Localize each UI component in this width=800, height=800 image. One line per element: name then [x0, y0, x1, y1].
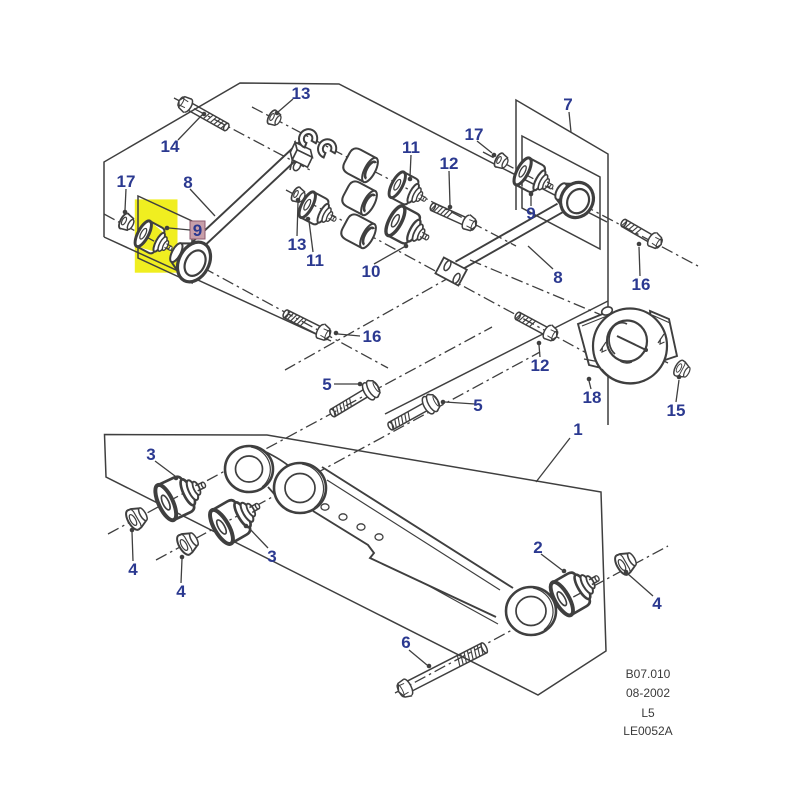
svg-text:5: 5 [322, 375, 331, 394]
svg-text:1: 1 [573, 420, 582, 439]
svg-text:17: 17 [117, 172, 136, 191]
svg-text:18: 18 [583, 388, 602, 407]
svg-text:13: 13 [292, 84, 311, 103]
svg-text:6: 6 [401, 633, 410, 652]
svg-text:L5: L5 [641, 706, 655, 720]
svg-text:15: 15 [667, 401, 686, 420]
svg-text:08-2002: 08-2002 [626, 686, 670, 700]
svg-text:17: 17 [465, 125, 484, 144]
svg-text:11: 11 [306, 251, 324, 270]
svg-text:3: 3 [267, 547, 276, 566]
svg-text:B07.010: B07.010 [626, 667, 671, 681]
svg-text:8: 8 [553, 268, 562, 287]
svg-text:4: 4 [176, 582, 186, 601]
svg-text:14: 14 [161, 137, 180, 156]
svg-text:2: 2 [533, 538, 542, 557]
svg-text:16: 16 [632, 275, 651, 294]
svg-text:3: 3 [146, 445, 155, 464]
svg-text:12: 12 [531, 356, 550, 375]
svg-text:11: 11 [402, 138, 420, 157]
svg-text:16: 16 [363, 327, 382, 346]
svg-text:12: 12 [440, 154, 459, 173]
svg-text:8: 8 [183, 173, 192, 192]
svg-text:7: 7 [563, 95, 572, 114]
svg-text:LE0052A: LE0052A [623, 724, 672, 738]
svg-text:10: 10 [362, 262, 381, 281]
svg-text:9: 9 [526, 204, 535, 223]
svg-text:13: 13 [288, 235, 307, 254]
svg-text:9: 9 [193, 221, 202, 240]
svg-text:4: 4 [128, 560, 138, 579]
svg-text:5: 5 [473, 396, 482, 415]
svg-text:4: 4 [652, 594, 662, 613]
